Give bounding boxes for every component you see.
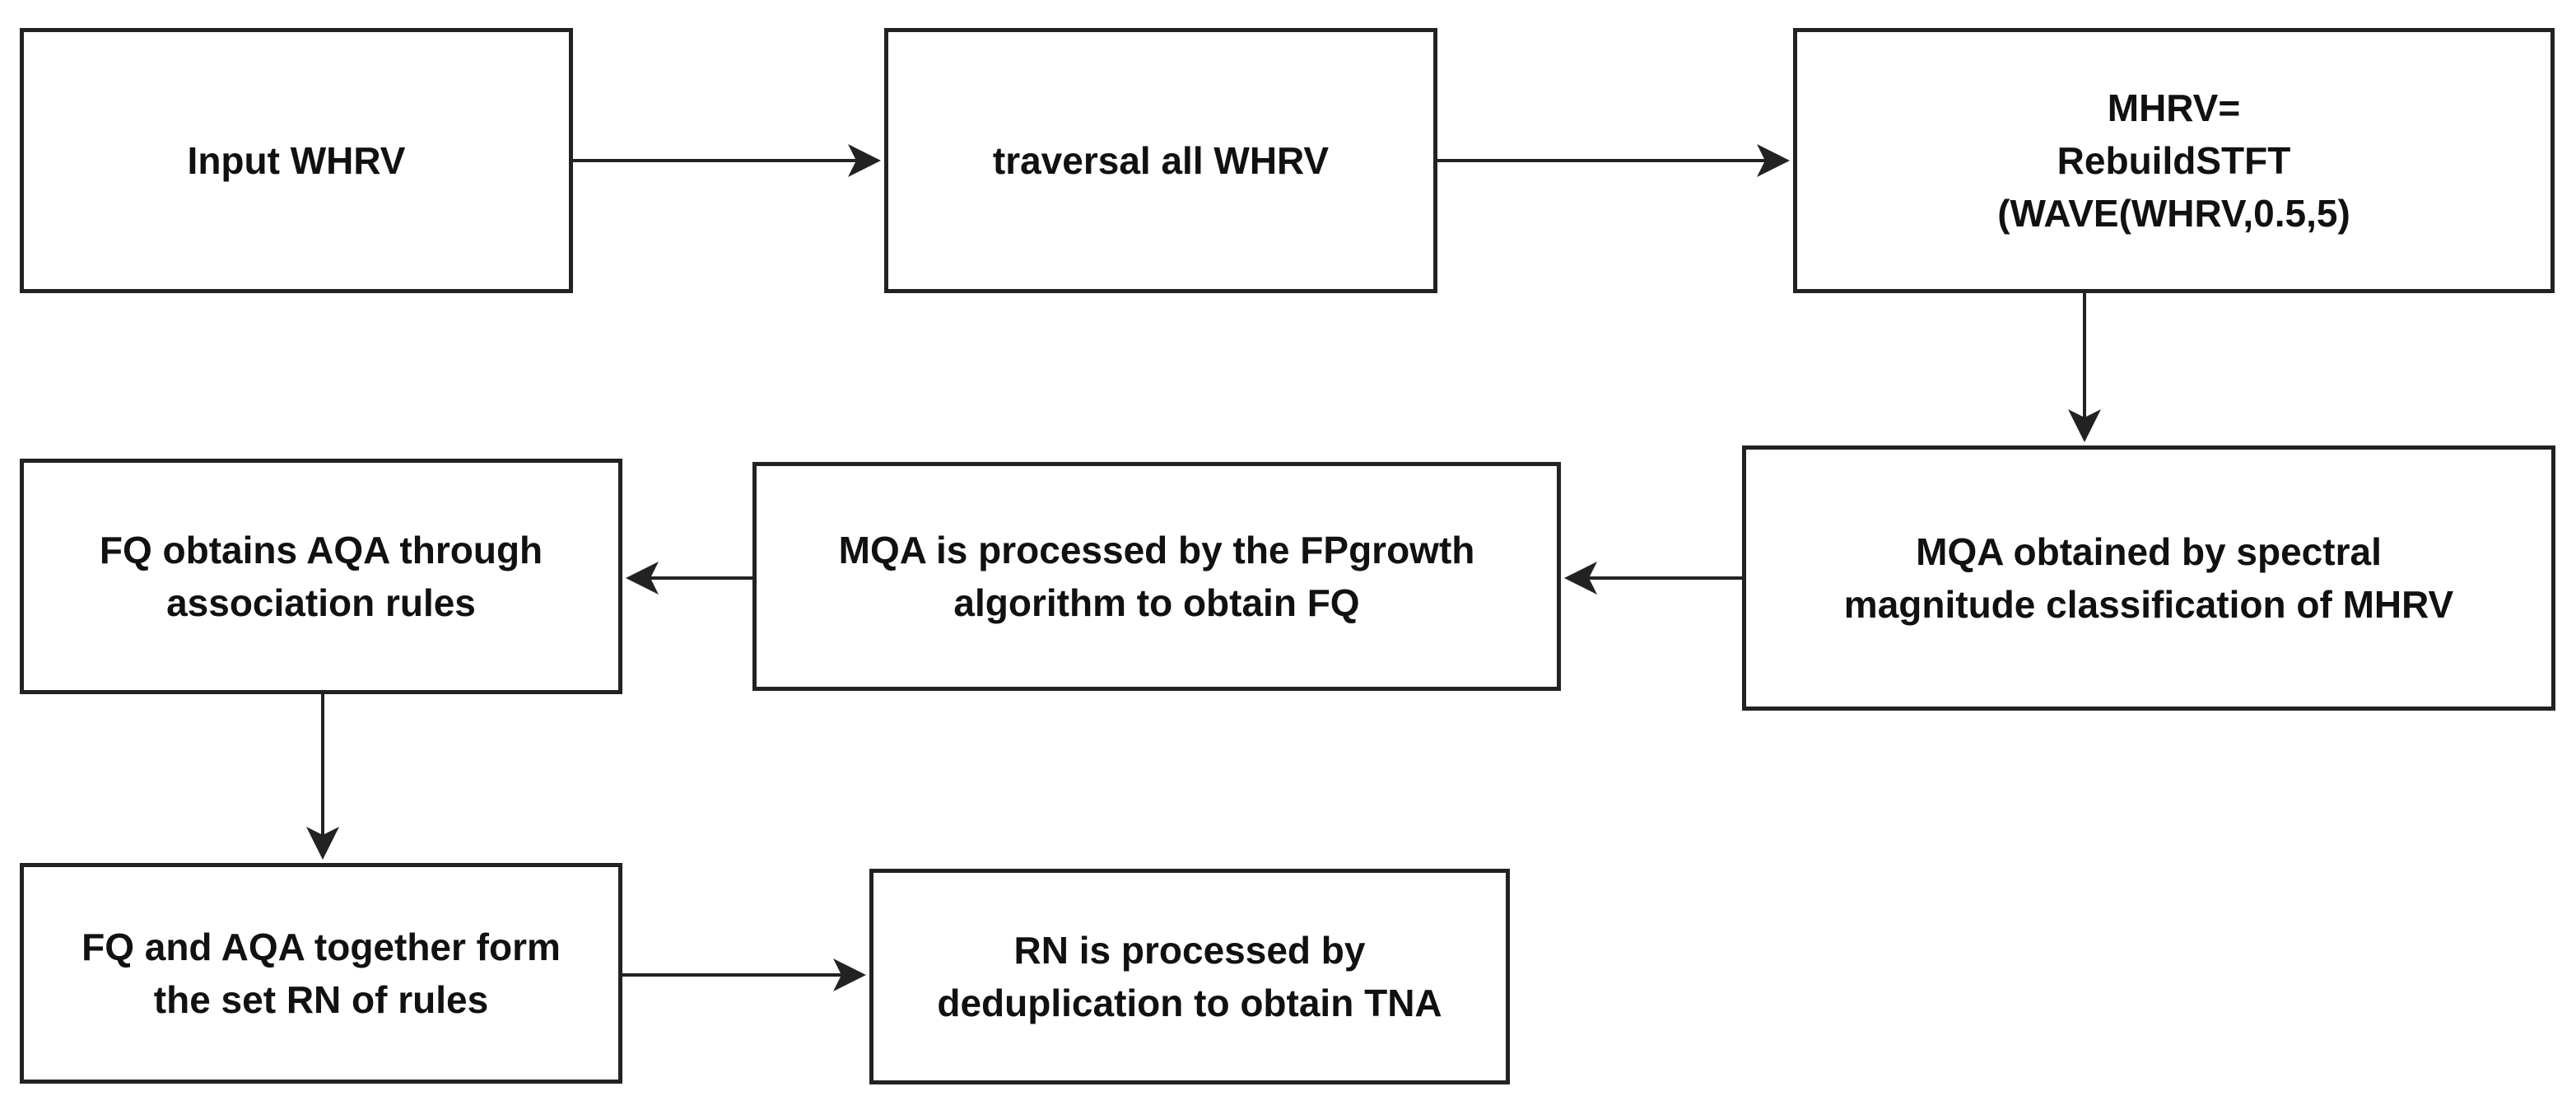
node-mqa-obtained: MQA obtained by spectral magnitude class…: [1742, 445, 2555, 711]
node-label: RN is processed by deduplication to obta…: [937, 929, 1442, 1024]
node-rn-deduplication: RN is processed by deduplication to obta…: [869, 869, 1510, 1084]
node-fq-obtains-aqa: FQ obtains AQA through association rules: [20, 459, 622, 694]
node-label: MQA obtained by spectral magnitude class…: [1843, 530, 2454, 626]
node-label: MQA is processed by the FPgrowth algorit…: [838, 529, 1475, 624]
node-label: FQ obtains AQA through association rules: [99, 529, 543, 624]
node-traversal: traversal all WHRV: [884, 28, 1437, 293]
node-fq-aqa-form-rn: FQ and AQA together form the set RN of r…: [20, 863, 622, 1084]
node-label: FQ and AQA together form the set RN of r…: [82, 926, 561, 1021]
node-mhrv-rebuild: MHRV= RebuildSTFT (WAVE(WHRV,0.5,5): [1793, 28, 2555, 293]
node-label: traversal all WHRV: [992, 139, 1330, 182]
node-mqa-fpgrowth: MQA is processed by the FPgrowth algorit…: [752, 462, 1561, 691]
node-input-whrv: Input WHRV: [20, 28, 573, 293]
node-label: Input WHRV: [187, 139, 406, 182]
node-label: MHRV= RebuildSTFT (WAVE(WHRV,0.5,5): [1997, 86, 2350, 235]
